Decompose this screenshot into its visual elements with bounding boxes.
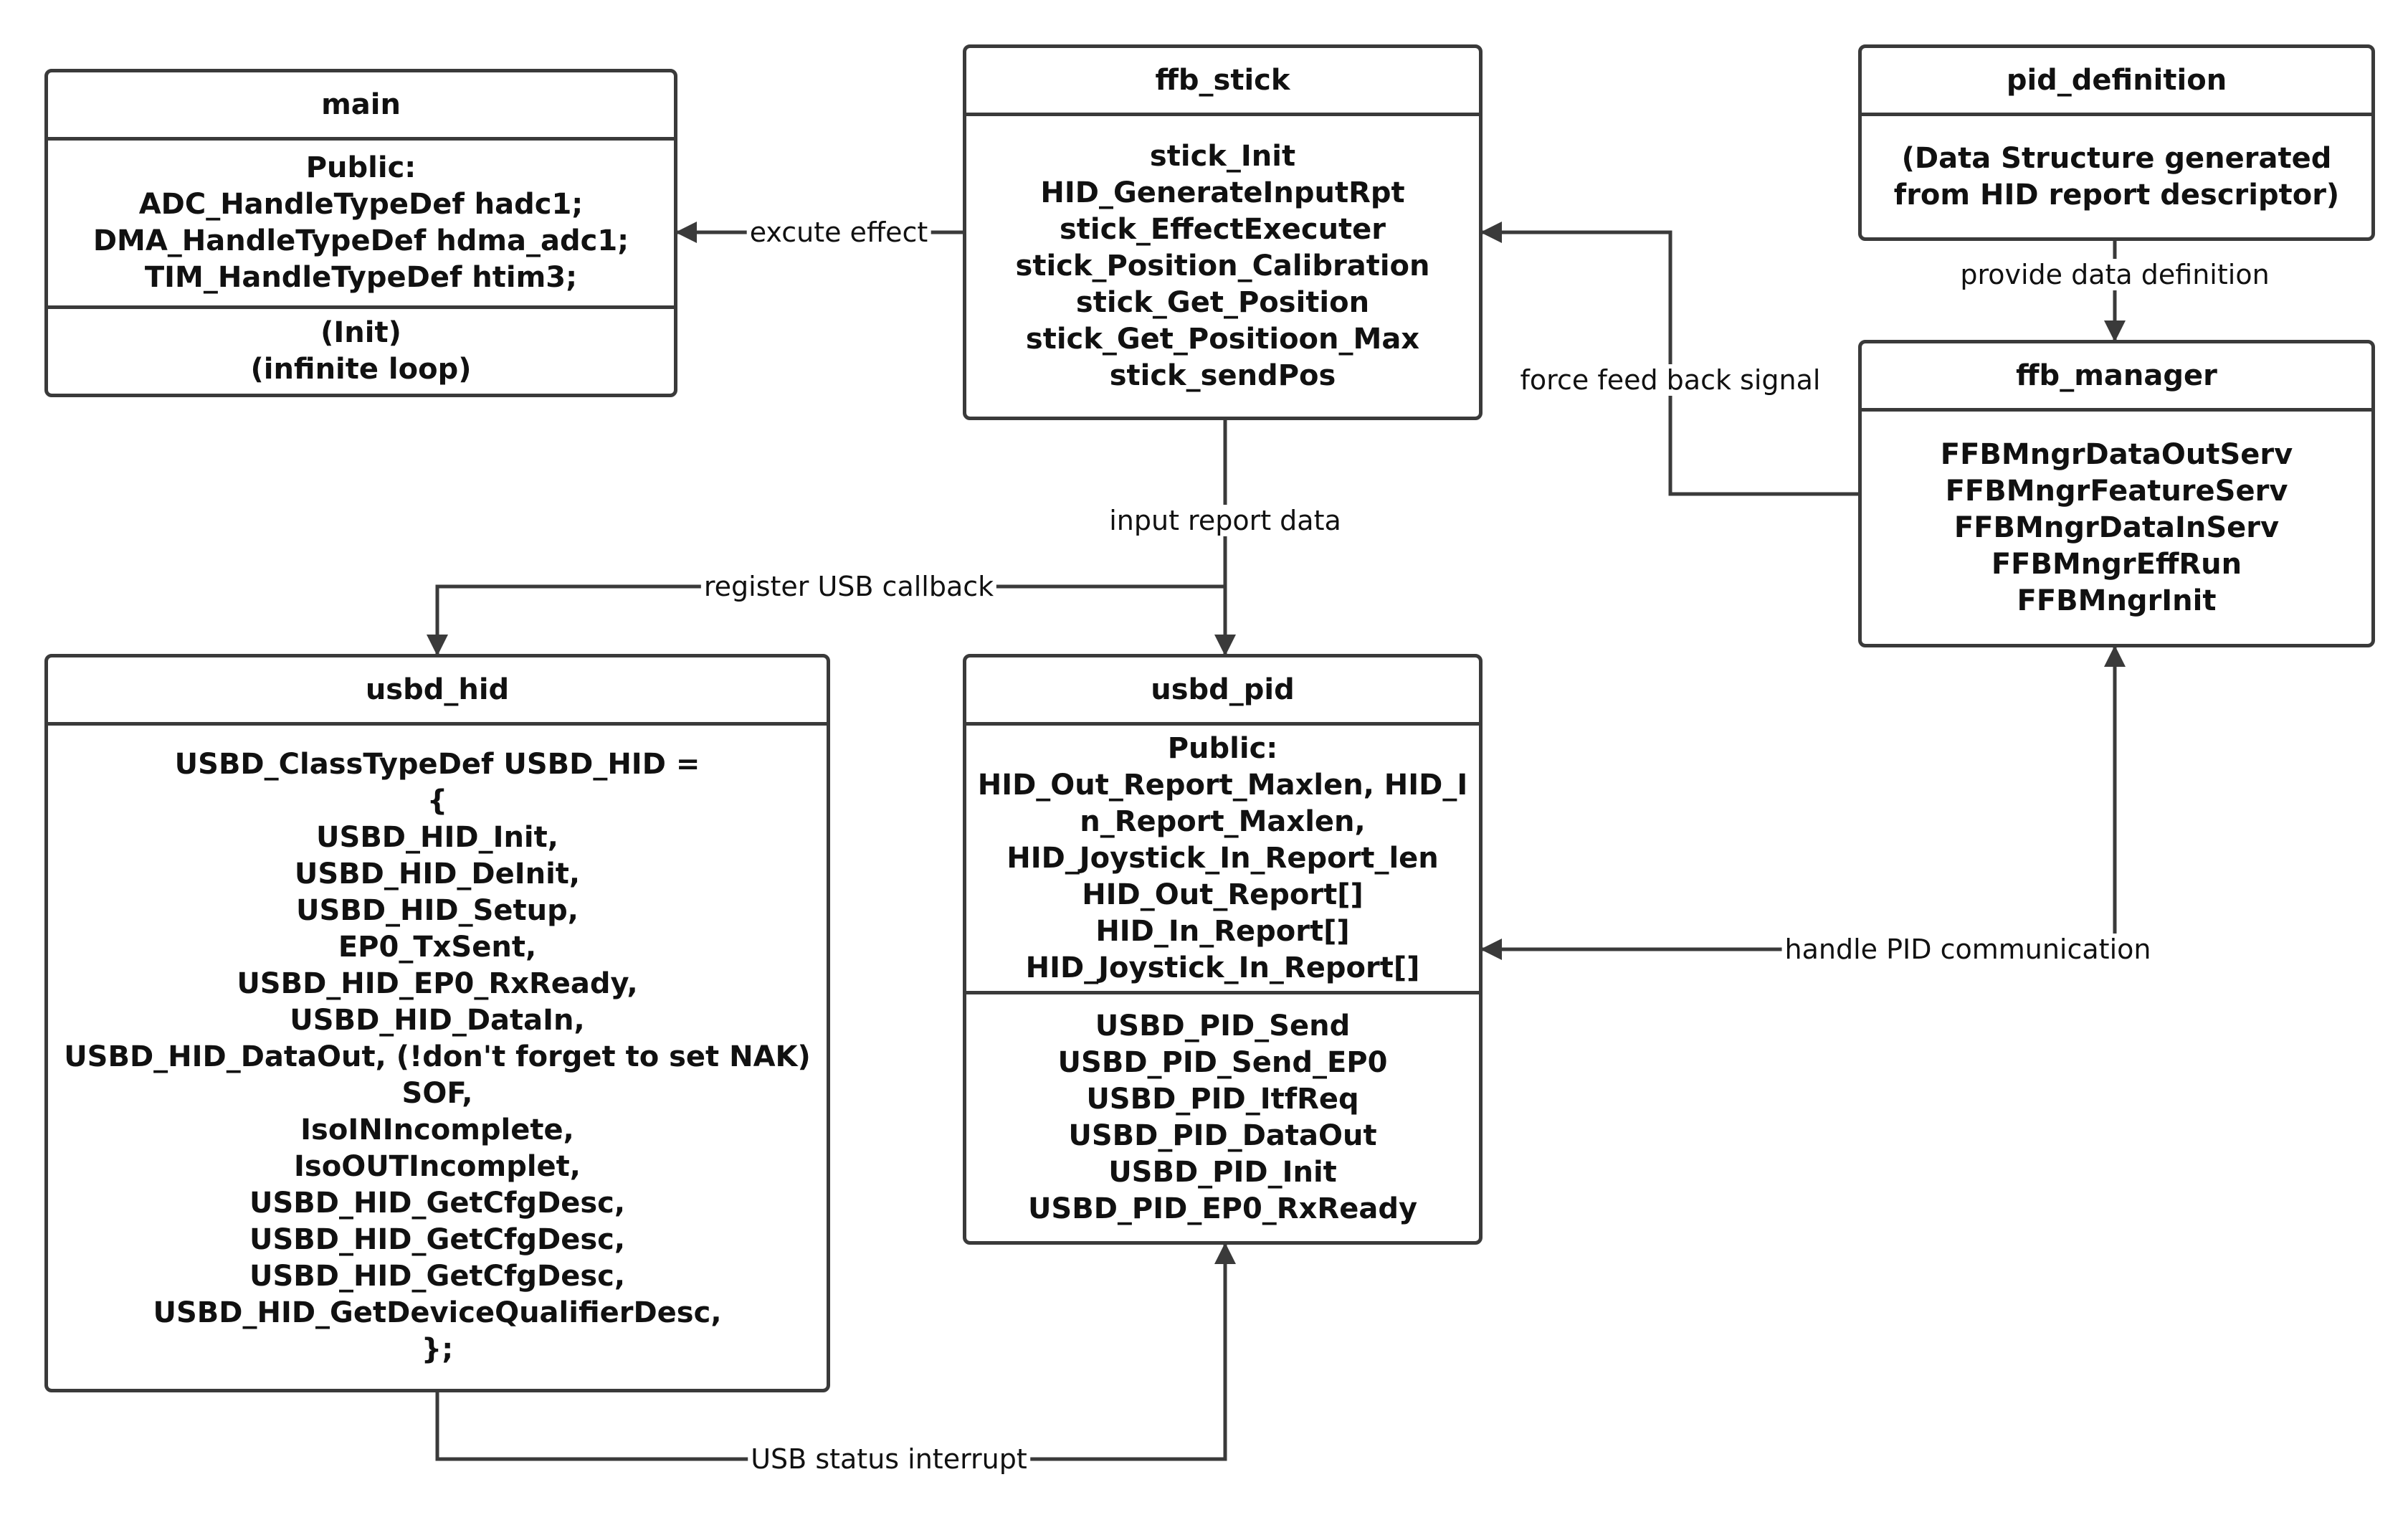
class-attributes: Public: HID_Out_Report_Maxlen, HID_I n_R… [966,726,1479,991]
attribute: DMA_HandleTypeDef hdma_adc1; [92,224,629,257]
attribute: TIM_HandleTypeDef htim3; [144,261,578,294]
attribute: HID_Out_Report[] [1082,878,1364,911]
class-operations: FFBMngrDataOutServ FFBMngrFeatureServ FF… [1862,412,2371,644]
operation: FFBMngrInit [2017,584,2217,617]
body-line: USBD_HID_GetDeviceQualifierDesc, [153,1296,722,1329]
body-line: USBD_HID_DataOut, (!don't forget to set … [64,1040,811,1073]
label-excute-effect: excute effect [746,217,931,248]
label-usb-status-interrupt: USB status interrupt [748,1443,1030,1475]
attribute: HID_Joystick_In_Report[] [1025,951,1420,984]
class-title: usbd_hid [48,657,827,726]
operation: USBD_PID_Send [1095,1010,1351,1043]
operation: USBD_PID_ItfReq [1086,1083,1359,1116]
class-ffb-stick: ffb_stick stick_Init HID_GenerateInputRp… [963,44,1483,420]
class-usbd-pid: usbd_pid Public: HID_Out_Report_Maxlen, … [963,654,1483,1245]
class-body: USBD_ClassTypeDef USBD_HID = { USBD_HID_… [48,726,827,1389]
label-register-usb-callback: register USB callback [700,571,997,602]
label-handle-pid-communication: handle PID communication [1781,934,2154,965]
attribute: HID_In_Report[] [1095,914,1350,948]
class-title: main [48,72,674,141]
class-usbd-hid: usbd_hid USBD_ClassTypeDef USBD_HID = { … [44,654,830,1392]
body-line: USBD_HID_DeInit, [294,858,581,891]
body-line: USBD_ClassTypeDef USBD_HID = [174,748,700,781]
operation: USBD_PID_EP0_RxReady [1027,1192,1418,1225]
attribute: n_Report_Maxlen, [1080,804,1366,838]
operation: stick_Get_Position [1075,286,1370,319]
operation: USBD_PID_Send_EP0 [1057,1046,1388,1079]
operation: USBD_PID_DataOut [1068,1119,1377,1152]
class-ffb-manager: ffb_manager FFBMngrDataOutServ FFBMngrFe… [1858,340,2375,647]
operation: FFBMngrFeatureServ [1945,474,2288,508]
class-attributes: Public: ADC_HandleTypeDef hadc1; DMA_Han… [48,141,674,305]
operation: FFBMngrDataInServ [1953,510,2280,544]
body-line: IsoINIncomplete, [300,1113,574,1146]
attribute: HID_Out_Report_Maxlen, HID_I [977,768,1468,802]
class-operations: (Init) (infinite loop) [48,305,674,394]
label-provide-data-definition: provide data definition [1957,259,2273,290]
operation: FFBMngrDataOutServ [1940,437,2293,471]
class-operations: stick_Init HID_GenerateInputRpt stick_Ef… [966,116,1479,417]
class-title: ffb_manager [1862,343,2371,412]
class-title: ffb_stick [966,48,1479,116]
class-main: main Public: ADC_HandleTypeDef hadc1; DM… [44,69,677,397]
operation: stick_EffectExecuter [1059,213,1386,246]
body-line: USBD_HID_EP0_RxReady, [237,967,638,1000]
attribute: HID_Joystick_In_Report_len [1006,841,1439,875]
body-line: USBD_HID_GetCfgDesc, [249,1187,626,1220]
class-title: usbd_pid [966,657,1479,726]
operation: stick_Position_Calibration [1015,250,1430,282]
body-line: from HID report descriptor) [1893,178,2340,212]
body-line: { [427,784,448,817]
class-body: (Data Structure generated from HID repor… [1862,116,2371,237]
connector-force-feed-back-signal [1480,222,1858,496]
body-line: }; [421,1333,454,1366]
public-label: Public: [1167,731,1278,765]
operation: FFBMngrEffRun [1991,547,2242,581]
operation: stick_Get_Positioon_Max [1025,323,1420,356]
body-line: USBD_HID_Init, [316,821,558,854]
class-title: pid_definition [1862,48,2371,116]
operation: (infinite loop) [250,353,472,386]
body-line: USBD_HID_Setup, [296,894,579,927]
body-line: SOF, [401,1077,473,1110]
operation: stick_Init [1149,140,1296,173]
body-line: USBD_HID_DataIn, [290,1004,585,1037]
label-force-feed-back-signal: force feed back signal [1517,364,1824,396]
body-line: IsoOUTIncomplet, [294,1150,581,1183]
body-line: EP0_TxSent, [338,931,537,964]
body-line: (Data Structure generated [1901,141,2332,175]
public-label: Public: [305,151,417,184]
operation: (Init) [320,316,401,349]
body-line: USBD_HID_GetCfgDesc, [249,1260,626,1293]
class-operations: USBD_PID_Send USBD_PID_Send_EP0 USBD_PID… [966,991,1479,1241]
body-line: USBD_HID_GetCfgDesc, [249,1223,626,1256]
operation: stick_sendPos [1109,359,1336,392]
class-pid-definition: pid_definition (Data Structure generated… [1858,44,2375,241]
operation: HID_GenerateInputRpt [1040,176,1405,209]
attribute: ADC_HandleTypeDef hadc1; [138,188,584,221]
operation: USBD_PID_Init [1108,1156,1337,1189]
label-input-report-data: input report data [1106,505,1344,536]
